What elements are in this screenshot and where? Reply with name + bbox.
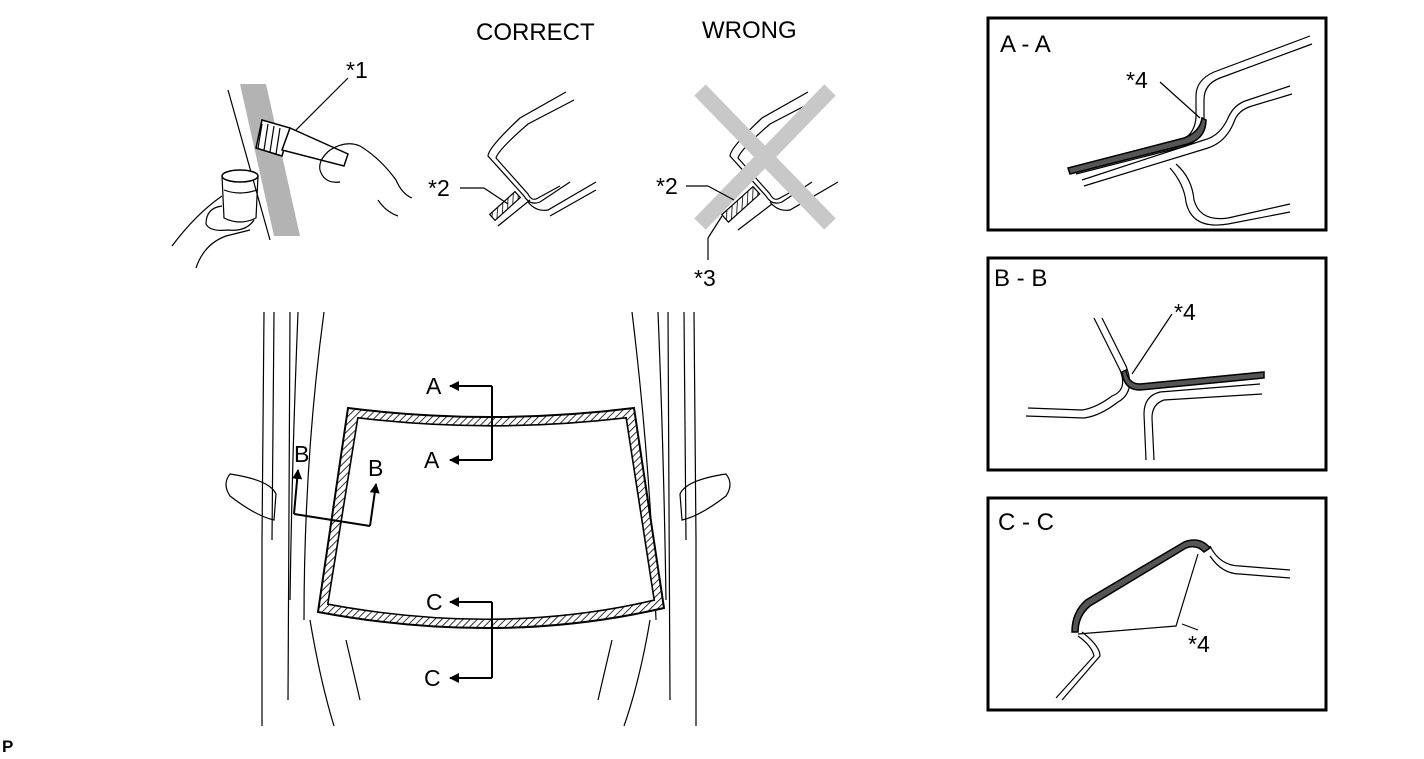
section-b-left-label: B (294, 441, 309, 467)
callout-3: *3 (694, 265, 716, 291)
figure-code: P (2, 737, 14, 756)
section-b-marker: B B (292, 441, 383, 527)
callout-2-correct: *2 (428, 175, 450, 201)
section-a-marker: A A (424, 373, 493, 473)
section-c-marker: C C (424, 589, 493, 691)
section-a-top-label: A (426, 373, 442, 399)
primer-brush-illustration: *1 (171, 57, 413, 269)
section-a-bottom-label: A (424, 447, 440, 473)
section-panel-a: A - A *4 (986, 16, 1328, 232)
wrong-detail: WRONG *2 *3 (656, 17, 839, 291)
panel-b-title: B - B (994, 265, 1047, 292)
panel-b-callout: *4 (1174, 299, 1196, 325)
callout-1: *1 (346, 57, 368, 83)
section-c-top-label: C (426, 589, 443, 615)
left-hand (171, 195, 255, 269)
vehicle-top-view: A A B B C C (225, 311, 731, 727)
right-hand (319, 143, 413, 217)
windshield-glass (327, 417, 655, 620)
right-side-mirror (679, 473, 731, 521)
section-c-bottom-label: C (424, 665, 441, 691)
primer-cup (221, 169, 259, 223)
callout-2-wrong: *2 (656, 173, 678, 199)
wrong-heading: WRONG (702, 17, 797, 44)
section-panel-b: B - B *4 (986, 256, 1328, 472)
section-b-right-label: B (368, 455, 383, 481)
panel-a-title: A - A (1000, 31, 1051, 58)
correct-detail: CORRECT *2 (428, 19, 597, 227)
correct-heading: CORRECT (476, 19, 595, 46)
panel-a-callout: *4 (1126, 67, 1148, 93)
primer-layer-wrong (720, 185, 761, 223)
panel-c-callout: *4 (1188, 631, 1210, 657)
body-pillar (240, 84, 300, 236)
brush (255, 119, 349, 167)
primer-layer-correct (488, 190, 522, 222)
panel-c-title: C - C (998, 509, 1054, 536)
left-side-mirror (225, 473, 277, 521)
section-panel-c: C - C *4 (986, 496, 1328, 712)
